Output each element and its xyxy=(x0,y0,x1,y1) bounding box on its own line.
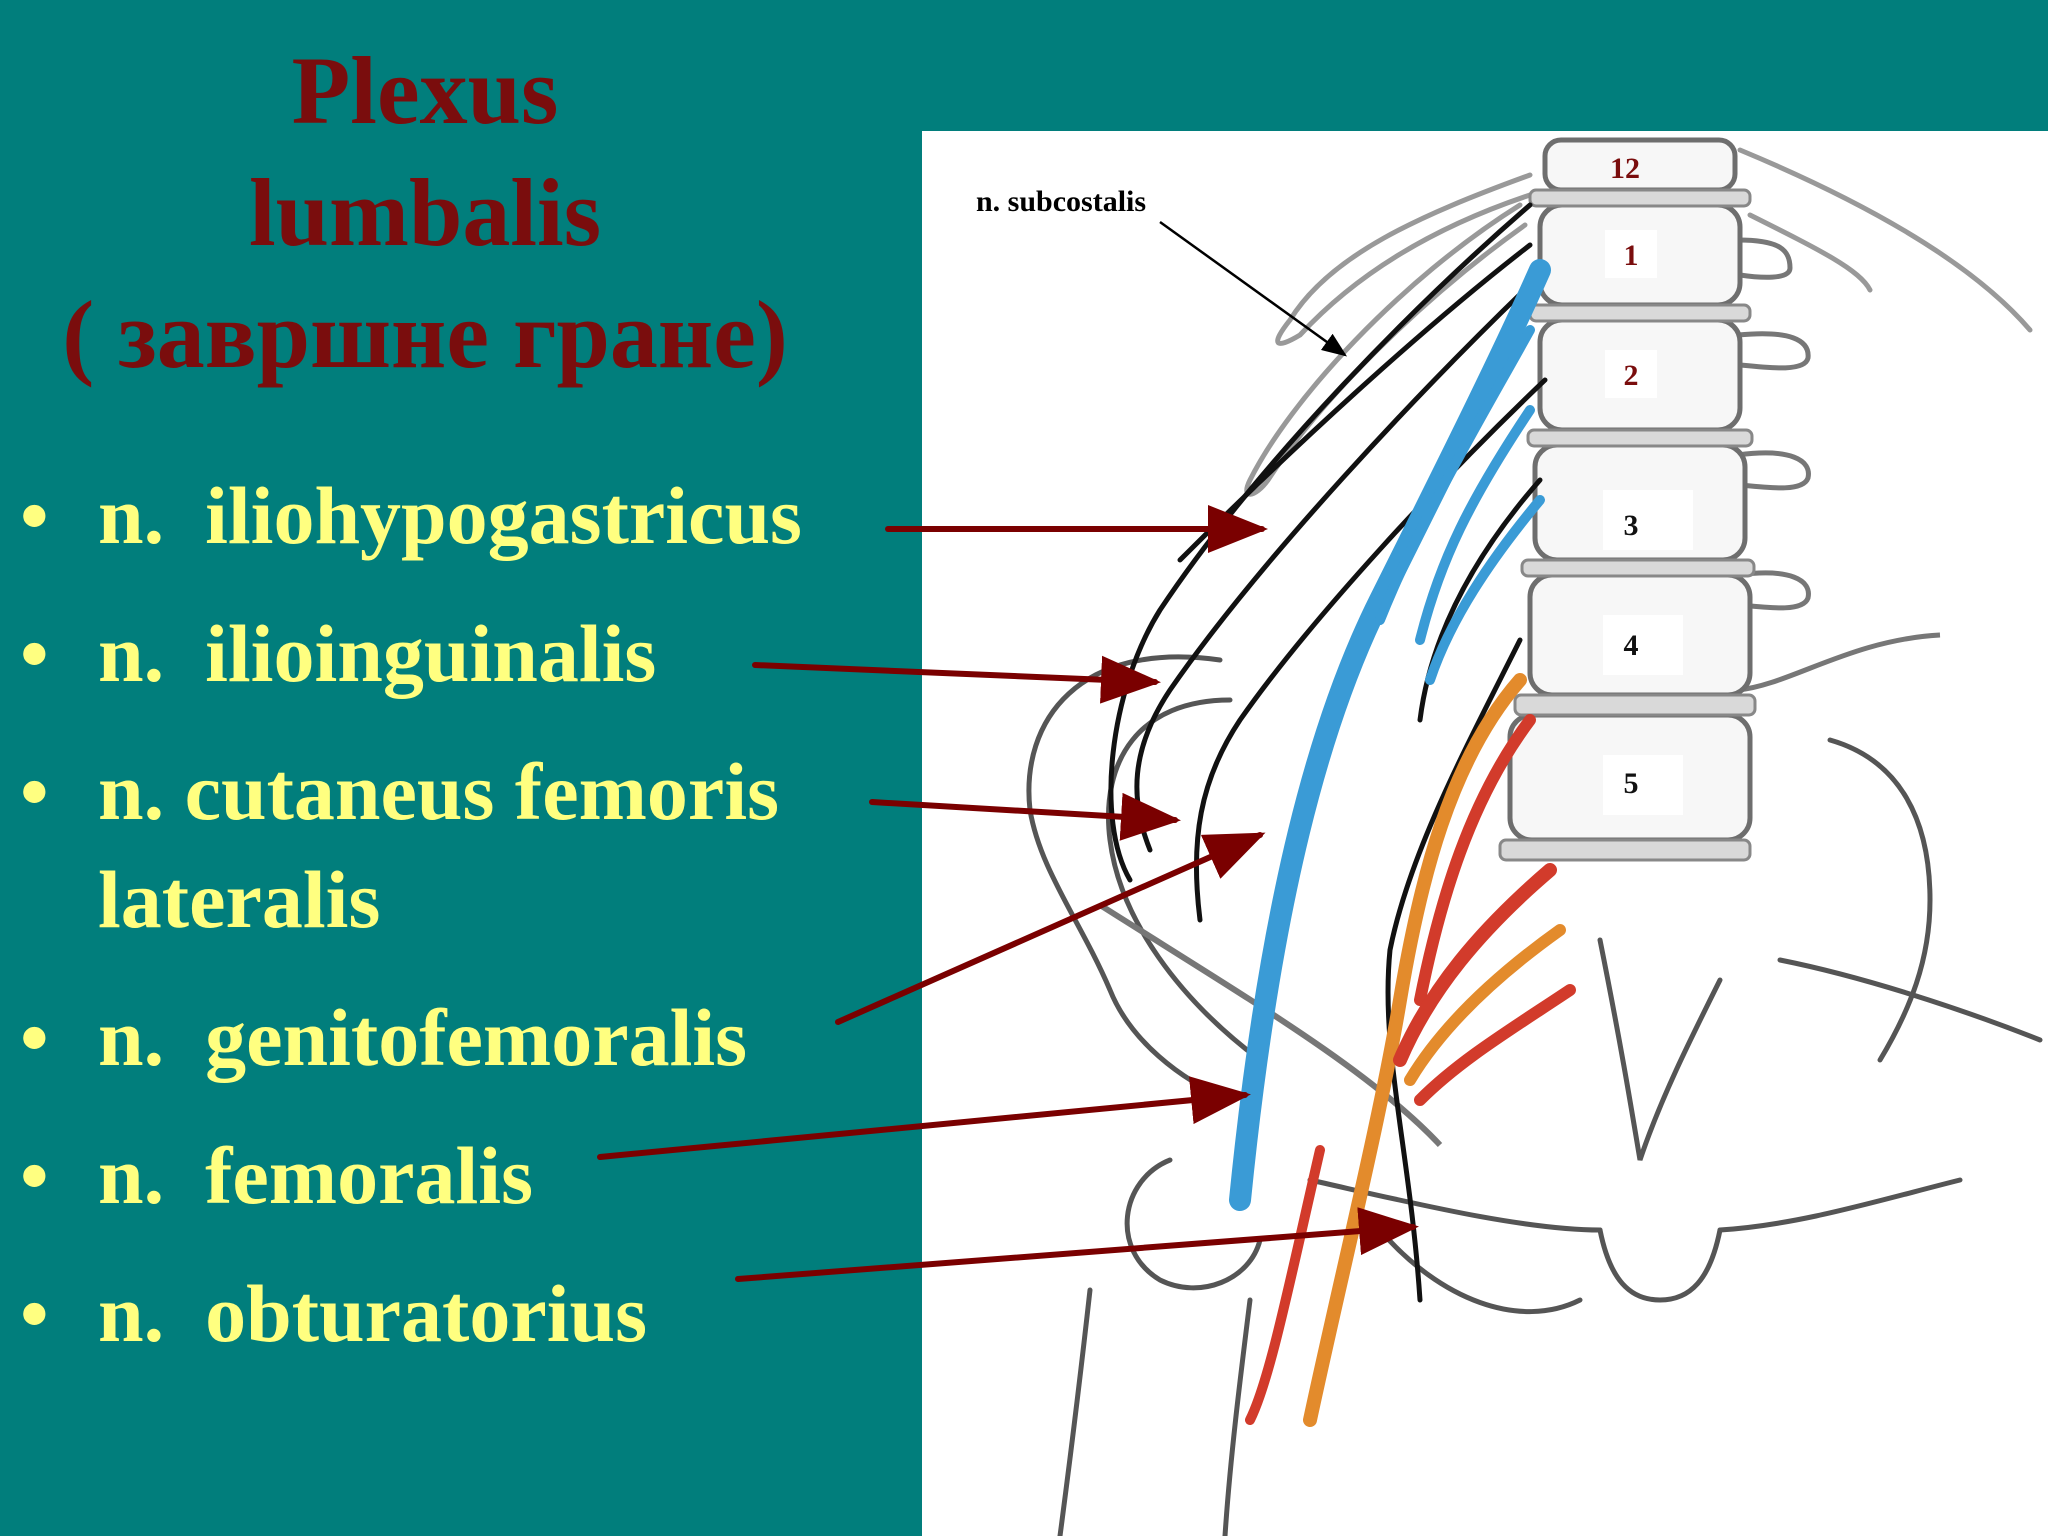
pubic-rami xyxy=(1307,1177,1963,1233)
bullet-dot: • xyxy=(20,1130,49,1221)
vertebra-label-box-5 xyxy=(1603,755,1683,815)
bullet-dot: • xyxy=(20,992,49,1083)
obturator-foramen xyxy=(1377,1227,1583,1315)
inguinal-ligament xyxy=(1098,902,1443,1148)
list-item: • n. femoralis xyxy=(20,1122,802,1230)
title-line-3: ( завршне гране) xyxy=(62,281,788,388)
pointer-arrows xyxy=(597,505,1419,1282)
arrow-genitofemoralis xyxy=(835,832,1266,1025)
nerve-name: n. iliohypogastricus xyxy=(98,470,802,561)
arrow-subcostalis xyxy=(1159,220,1348,357)
iliac-crest-right xyxy=(1827,737,1933,1063)
arrow-cutaneus-femoris xyxy=(869,792,1181,841)
intervertebral-discs xyxy=(1498,188,1757,862)
vertebra-label-5: 5 xyxy=(1624,767,1639,800)
vertebra-label-box-3 xyxy=(1603,490,1693,550)
nerve-name: n. cutaneus femoris xyxy=(98,746,780,837)
transverse-processes xyxy=(1737,237,1941,693)
arrow-femoralis xyxy=(597,1076,1251,1160)
iliac-inner-left xyxy=(1106,697,1263,1063)
vertebra-label-box-2 xyxy=(1605,350,1657,398)
nerve-obturator xyxy=(1385,637,1523,1303)
pubic-arch xyxy=(1597,1227,1723,1303)
sacrum xyxy=(1597,937,1723,1161)
vertebra-label-box-1 xyxy=(1605,230,1657,278)
nerve-name: n. obturatorius xyxy=(98,1268,648,1359)
vertebra-label-box-4 xyxy=(1603,615,1683,675)
title-line-2: lumbalis xyxy=(248,159,602,266)
bullet-dot: • xyxy=(20,1268,49,1359)
nerve-genitofemoralis xyxy=(1229,259,1551,1211)
bullet-dot: • xyxy=(20,746,49,837)
femur-head-left xyxy=(1124,1157,1263,1291)
vertebra-label-12: 12 xyxy=(1610,152,1640,185)
arrow-ilioinguinalis xyxy=(752,655,1161,704)
vertebra-body-12 xyxy=(1542,137,1738,193)
rib-left xyxy=(1275,172,1533,346)
vertebra-label-4: 4 xyxy=(1624,629,1639,662)
nerve-name: n. ilioinguinalis xyxy=(98,608,657,699)
nerve-name: n. femoralis xyxy=(98,1130,533,1221)
arrow-obturatorius xyxy=(735,1207,1419,1282)
nerve-list: • n. iliohypogastricus • n. ilioinguinalis… xyxy=(20,462,802,1368)
blue-nerves xyxy=(1229,259,1551,1211)
bullet-dot: • xyxy=(20,470,49,561)
rib-right-lower xyxy=(1747,212,1873,293)
vertebra-label-1: 1 xyxy=(1624,239,1639,272)
vertebra-label-2: 2 xyxy=(1624,359,1639,392)
nerve-name-continuation: lateralis xyxy=(98,854,381,945)
nerve-subcostalis xyxy=(1108,202,1533,883)
femur-shaft-left xyxy=(1057,1287,1253,1536)
title-line-1: Plexus xyxy=(291,37,559,144)
nerve-name: n. genitofemoralis xyxy=(98,992,748,1083)
list-item: • n. genitofemoralis xyxy=(20,984,802,1092)
pelvic-brim-right xyxy=(1777,957,2043,1043)
lumbosacral-nerves xyxy=(1245,673,1576,1427)
list-item: • n. iliohypogastricus xyxy=(20,462,802,570)
list-item: • n. obturatorius xyxy=(20,1260,802,1368)
list-item: • n. ilioinguinalis xyxy=(20,600,802,708)
bullet-dot: • xyxy=(20,608,49,699)
label-subcostalis: n. subcostalis xyxy=(976,185,1146,218)
slide-title: Plexus lumbalis ( завршне гране) xyxy=(0,30,850,396)
vertebra-label-3: 3 xyxy=(1624,509,1639,542)
vertebra-labels: 12 1 2 3 4 5 xyxy=(1603,152,1693,815)
nerve-ilioinguinalis xyxy=(1134,272,1543,853)
list-item: • n. cutaneus femoris lateralis xyxy=(20,738,802,954)
rib-right xyxy=(1737,147,2033,333)
